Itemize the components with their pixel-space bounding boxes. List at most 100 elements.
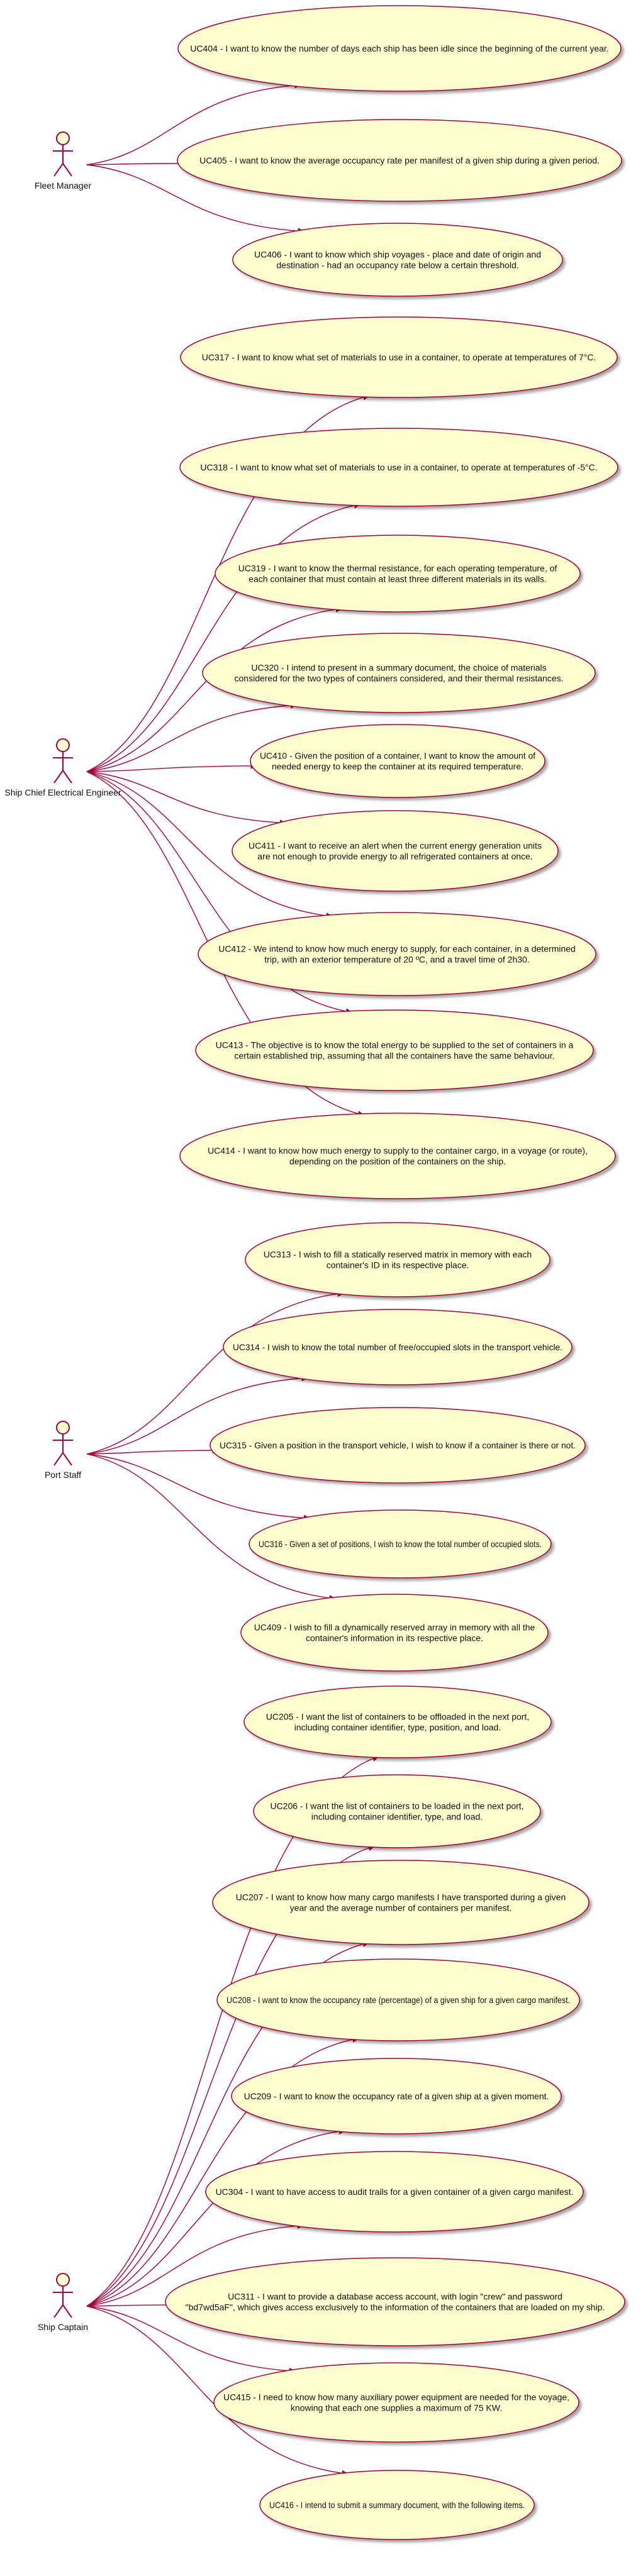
actor-leg-left <box>53 770 64 784</box>
use-case-ellipse <box>253 1774 541 1848</box>
use-case-text: UC318 - I want to know what set of mater… <box>200 462 597 472</box>
actor-ship-captain[interactable]: Ship Captain <box>38 2273 88 2332</box>
association-line <box>86 84 302 165</box>
use-case-uc314[interactable]: UC314 - I wish to know the total number … <box>223 1309 573 1385</box>
use-case-uc208[interactable]: UC208 - I want to know the occupancy rat… <box>216 1958 580 2041</box>
association-line <box>86 395 371 772</box>
use-case-uc313[interactable]: UC313 - I wish to fill a statically rese… <box>245 1222 551 1297</box>
use-case-text: UC315 - Given a position in the transpor… <box>220 1440 576 1450</box>
use-case-uc304[interactable]: UC304 - I want to have access to audit t… <box>205 2151 584 2233</box>
use-case-uc405[interactable]: UC405 - I want to know the average occup… <box>177 119 622 202</box>
actor-head-icon <box>56 738 70 752</box>
use-case-text: UC413 - The objective is to know the tot… <box>216 1040 574 1050</box>
use-case-text: container's ID in its respective place. <box>327 1260 469 1270</box>
actor-leg-right <box>62 770 72 784</box>
use-case-uc205[interactable]: UC205 - I want the list of containers to… <box>243 1685 552 1758</box>
actor-leg-right <box>62 2304 72 2318</box>
use-case-uc209[interactable]: UC209 - I want to know the occupancy rat… <box>231 2058 562 2135</box>
actor-leg-right <box>62 163 72 177</box>
use-case-ellipse <box>245 1222 551 1297</box>
use-case-uc409[interactable]: UC409 - I wish to fill a dynamically res… <box>240 1594 549 1672</box>
association-line <box>86 164 305 232</box>
use-case-uc414[interactable]: UC414 - I want to know how much energy t… <box>179 1113 616 1199</box>
use-case-uc318[interactable]: UC318 - I want to know what set of mater… <box>179 428 618 507</box>
use-case-uc413[interactable]: UC413 - The objective is to know the tot… <box>195 1009 594 1091</box>
use-case-ellipse <box>180 316 618 398</box>
use-case-text: UC313 - I wish to fill a statically rese… <box>264 1250 532 1260</box>
use-case-text: trip, with an exterior temperature of 20… <box>264 955 529 965</box>
use-case-ellipse <box>177 119 622 202</box>
use-case-ellipse <box>165 2257 625 2346</box>
use-case-ellipse <box>179 1113 616 1199</box>
use-case-uc404[interactable]: UC404 - I want to know the number of day… <box>177 5 622 92</box>
use-case-text: UC405 - I want to know the average occup… <box>199 155 600 165</box>
use-case-ellipse <box>177 5 622 92</box>
use-case-uc412[interactable]: UC412 - We intend to know how much energ… <box>198 912 596 996</box>
actor-leg-left <box>53 163 64 177</box>
use-case-text: including container identifier, type, po… <box>294 1723 501 1733</box>
use-case-ellipse <box>205 2151 584 2233</box>
use-case-uc416[interactable]: UC416 - I intend to submit a summary doc… <box>259 2470 535 2540</box>
actor-ship-chief-electrical-engineer[interactable]: Ship Chief Electrical Engineer <box>4 738 121 797</box>
use-case-uc311[interactable]: UC311 - I want to provide a database acc… <box>165 2257 625 2346</box>
association-line <box>86 1453 311 1519</box>
use-case-ellipse <box>212 1860 590 1945</box>
use-case-text: UC319 - I want to know the thermal resis… <box>238 564 557 574</box>
use-case-uc316[interactable]: UC316 - Given a set of positions, I wish… <box>249 1509 552 1579</box>
use-case-uc319[interactable]: UC319 - I want to know the thermal resis… <box>215 535 581 613</box>
association-line <box>86 2038 360 2307</box>
use-case-uc415[interactable]: UC415 - I need to know how many auxiliar… <box>213 2362 579 2443</box>
use-case-text: UC304 - I want to have access to audit t… <box>216 2187 574 2197</box>
association-line <box>86 1450 220 1455</box>
use-case-text: UC410 - Given the position of a containe… <box>260 751 535 761</box>
use-case-text: "bd7wd5aF", which gives access exclusive… <box>186 2302 605 2312</box>
use-case-text: UC311 - I want to provide a database acc… <box>228 2292 562 2302</box>
use-case-text: UC208 - I want to know the occupancy rat… <box>226 1995 570 2005</box>
use-case-ellipse <box>259 2470 535 2540</box>
use-case-text: UC415 - I need to know how many auxiliar… <box>223 2392 569 2402</box>
use-case-text: UC316 - Given a set of positions, I wish… <box>259 1539 542 1549</box>
use-case-ellipse <box>232 223 563 297</box>
use-case-uc207[interactable]: UC207 - I want to know how many cargo ma… <box>212 1860 590 1945</box>
association-line <box>86 163 187 165</box>
use-case-text: year and the average number of container… <box>290 1903 512 1913</box>
actor-name: Fleet Manager <box>35 180 92 191</box>
use-case-text: UC404 - I want to know the number of day… <box>190 43 608 53</box>
actor-name: Port Staff <box>45 1470 81 1480</box>
use-case-uc406[interactable]: UC406 - I want to know which ship voyage… <box>232 223 563 297</box>
association-line <box>86 1292 345 1455</box>
association-line <box>86 2306 296 2372</box>
use-case-text: including container identifier, type, an… <box>311 1812 483 1822</box>
actor-head-icon <box>56 2273 70 2287</box>
use-case-ellipse <box>198 912 596 996</box>
use-case-uc315[interactable]: UC315 - Given a position in the transpor… <box>210 1407 586 1484</box>
use-case-text: depending on the position of the contain… <box>289 1157 506 1167</box>
use-case-text: container's information in its respectiv… <box>306 1633 483 1643</box>
association-line <box>86 704 298 772</box>
use-case-text: considered for the two types of containe… <box>235 674 564 684</box>
actor-leg-right <box>62 1452 72 1466</box>
association-line <box>86 1377 309 1455</box>
use-case-uc320[interactable]: UC320 - I intend to present in a summary… <box>202 633 596 713</box>
use-case-uc317[interactable]: UC317 - I want to know what set of mater… <box>180 316 618 398</box>
use-case-ellipse <box>195 1009 594 1091</box>
use-case-text: UC412 - We intend to know how much energ… <box>218 944 576 954</box>
actor-fleet-manager[interactable]: Fleet Manager <box>35 131 92 191</box>
use-case-text: certain established trip, assuming that … <box>235 1051 555 1061</box>
association-line <box>86 1453 337 1599</box>
use-case-uc411[interactable]: UC411 - I want to receive an alert when … <box>232 810 559 892</box>
use-case-text: UC317 - I want to know what set of mater… <box>202 352 596 362</box>
use-case-text: UC314 - I wish to know the total number … <box>233 1342 562 1352</box>
use-case-text: UC414 - I want to know how much energy t… <box>208 1146 588 1156</box>
association-line <box>86 2129 346 2307</box>
association-line <box>86 2306 349 2475</box>
association-line <box>86 765 258 772</box>
use-case-uc206[interactable]: UC206 - I want the list of containers to… <box>253 1774 541 1848</box>
actor-port-staff[interactable]: Port Staff <box>45 1421 81 1480</box>
use-case-text: UC406 - I want to know which ship voyage… <box>254 250 541 260</box>
use-case-text: UC320 - I intend to present in a summary… <box>251 663 546 673</box>
use-case-text: UC207 - I want to know how many cargo ma… <box>236 1892 566 1902</box>
use-case-ellipse <box>179 428 618 507</box>
use-case-uc410[interactable]: UC410 - Given the position of a containe… <box>250 724 545 798</box>
